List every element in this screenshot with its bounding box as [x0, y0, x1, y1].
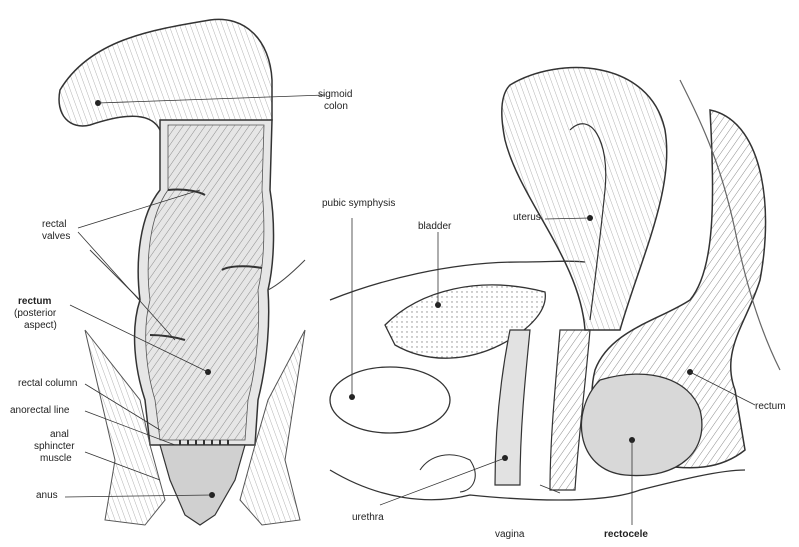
label-pubic-symphysis: pubic symphysis: [322, 198, 395, 210]
label-muscle: muscle: [40, 453, 72, 465]
label-posterior: (posterior: [14, 308, 56, 320]
label-aspect: aspect): [24, 320, 57, 332]
right-pelvis-figure: [330, 68, 780, 525]
anal-canal: [160, 445, 245, 525]
label-rectal: rectal: [42, 219, 66, 231]
label-uterus: uterus: [513, 212, 541, 224]
label-sphincter: sphincter: [34, 441, 75, 453]
label-urethra: urethra: [352, 512, 384, 524]
label-sigmoid: sigmoid: [318, 89, 352, 101]
label-bladder: bladder: [418, 221, 451, 233]
label-rectal-column: rectal column: [18, 378, 77, 390]
pubic-symphysis-shape: [330, 367, 450, 433]
perineum-outline: [330, 470, 745, 500]
label-anus: anus: [36, 490, 58, 502]
label-rectum-right: rectum: [755, 401, 786, 413]
sigmoid-colon-shape: [59, 19, 272, 130]
label-rectum-left: rectum: [18, 296, 51, 308]
urethra-shape: [495, 330, 530, 485]
label-anorectal-line: anorectal line: [10, 405, 69, 417]
label-rectocele: rectocele: [604, 529, 648, 541]
left-rectum-figure: [59, 19, 325, 525]
pelvic-floor-right: [268, 260, 305, 290]
rectocele-bulge: [581, 374, 701, 475]
label-colon: colon: [324, 101, 348, 113]
label-vagina: vagina: [495, 529, 524, 541]
label-valves: valves: [42, 231, 70, 243]
label-anal: anal: [50, 429, 69, 441]
